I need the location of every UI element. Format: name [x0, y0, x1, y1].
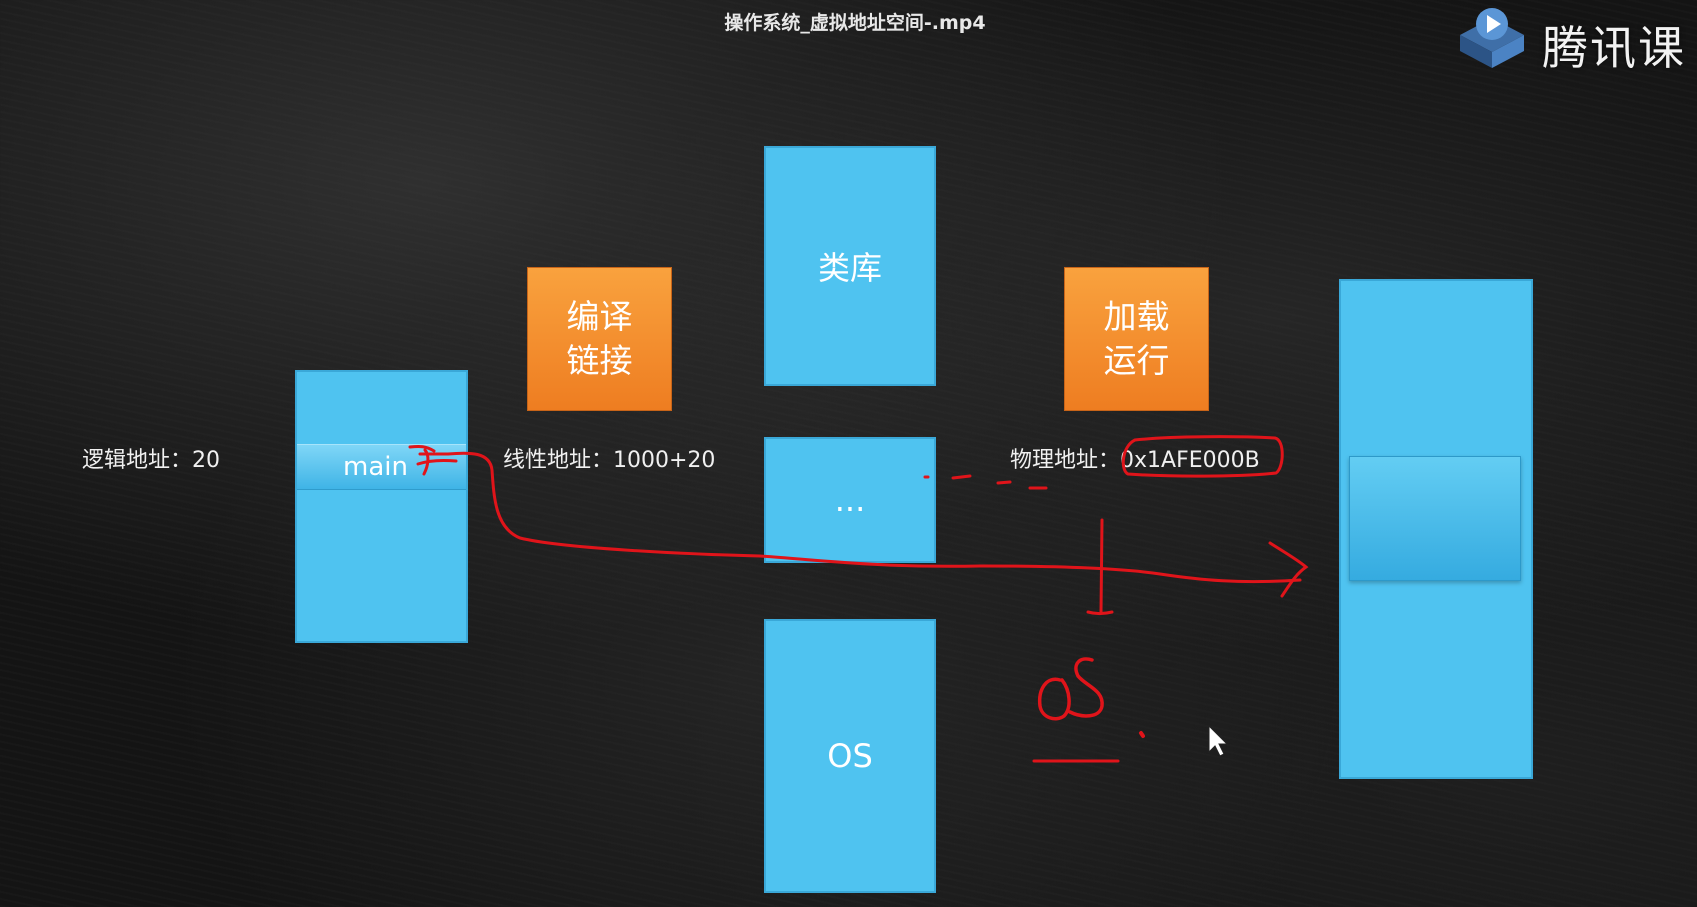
- load-run-box: 加载 运行: [1064, 267, 1209, 411]
- physical-address-label: 物理地址：0x1AFE000B: [1010, 442, 1260, 474]
- physical-address-value: 0x1AFE000B: [1120, 448, 1260, 473]
- main-function-segment: main: [297, 444, 466, 490]
- logical-address-label: 逻辑地址：20: [82, 448, 220, 473]
- down-arrow-line: [1099, 518, 1104, 614]
- video-title: 操作系统_虚拟地址空间-.mp4: [724, 12, 986, 34]
- dash-annotation: [923, 474, 1048, 490]
- program-address-space-box: [295, 370, 468, 643]
- linear-address-label: 线性地址：1000+20: [503, 448, 716, 473]
- os-label: OS: [827, 737, 873, 775]
- class-library-label: 类库: [817, 249, 882, 287]
- down-arrow-head: [1086, 610, 1114, 615]
- load-run-line1: 加载: [1103, 297, 1170, 336]
- class-library-box: 类库: [764, 146, 936, 386]
- physical-address-caption: 物理地址：: [1010, 448, 1121, 473]
- physical-address-circle: [1121, 435, 1284, 478]
- os-dot: [1139, 731, 1145, 738]
- tencent-classroom-play-icon: [1460, 8, 1524, 68]
- mouse-cursor-icon: [1208, 724, 1229, 757]
- load-run-line2: 运行: [1103, 341, 1170, 380]
- handwritten-os-annotation: [1037, 657, 1104, 721]
- compile-link-line2: 链接: [566, 341, 633, 380]
- mapping-arrow-head: [1268, 541, 1309, 598]
- watermark-logo: 腾讯课: [1440, 0, 1697, 90]
- middle-segment-label: ...: [834, 481, 866, 519]
- os-box: OS: [764, 619, 936, 893]
- watermark-text: 腾讯课: [1542, 21, 1686, 75]
- mapping-arrow-line: [446, 451, 1302, 584]
- compile-link-line1: 编译: [566, 297, 633, 336]
- middle-segment-box: ...: [764, 437, 936, 563]
- compile-link-box: 编译 链接: [527, 267, 672, 411]
- main-label: main: [343, 452, 408, 482]
- main-scribble-annotation: [408, 445, 458, 476]
- physical-memory-loaded-block: [1349, 456, 1521, 581]
